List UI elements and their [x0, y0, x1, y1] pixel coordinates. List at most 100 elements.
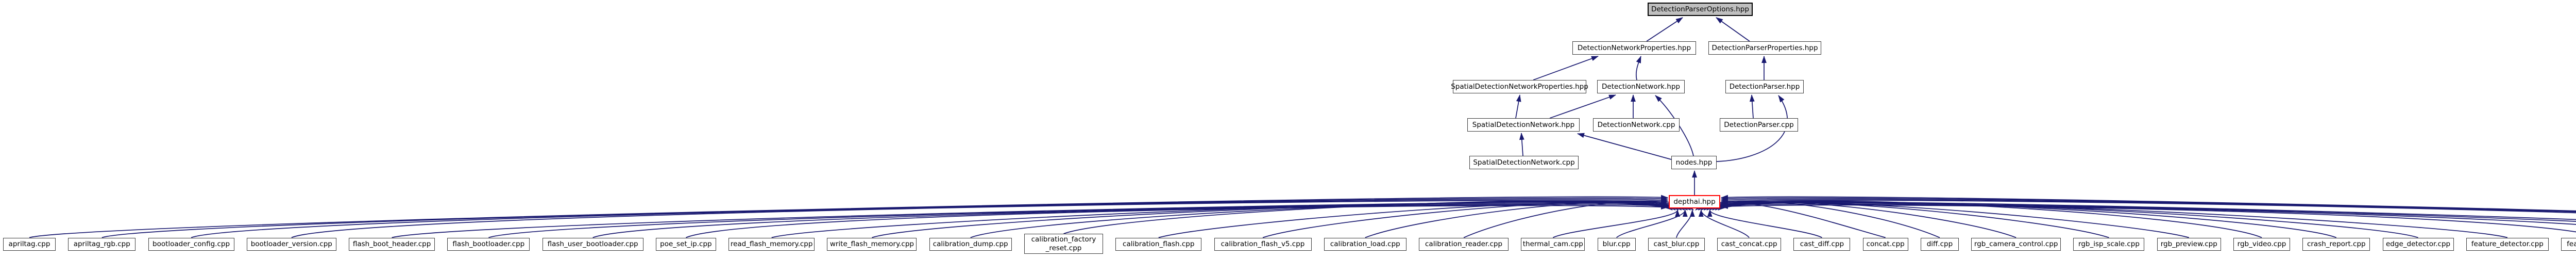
node-label: SpatialDetectionNetworkProperties.hpp: [1451, 82, 1588, 91]
edge-node-nodes-hpp-to-node-detectionparser-hpp: [1716, 95, 1788, 162]
node-flash-boot-header-cpp[interactable]: flash_boot_header.cpp: [349, 237, 435, 251]
node-label: apriltag.cpp: [8, 239, 50, 248]
node-label: thermal_cam.cpp: [1522, 239, 1583, 248]
node-spatialdetectionnetworkproperties-hpp[interactable]: SpatialDetectionNetworkProperties.hpp: [1451, 80, 1588, 93]
node-label: calibration_flash_v5.cpp: [1221, 239, 1305, 248]
edge-node-calibration-load-cpp-to-node-depthai-hpp: [1365, 201, 1691, 238]
node-calibration-factory-reset-cpp[interactable]: calibration_factory_reset.cpp: [1024, 234, 1103, 254]
edge-node-detectionnetworkproperties-hpp-to-node-detectionparseroptions-hpp: [1646, 17, 1683, 42]
node-label: DetectionNetworkProperties.hpp: [1577, 43, 1691, 52]
node-blur-cpp[interactable]: blur.cpp: [1597, 237, 1636, 251]
edge-node-poe-set-ip-cpp-to-node-depthai-hpp: [686, 204, 1668, 238]
node-rgb-isp-scale-cpp[interactable]: rgb_isp_scale.cpp: [2073, 237, 2145, 251]
node-poe-set-ip-cpp[interactable]: poe_set_ip.cpp: [655, 237, 716, 251]
edge-node-rgb-preview-cpp-to-node-depthai-hpp: [1706, 202, 2189, 238]
edge-node-detectionnetwork-hpp-to-node-detectionnetworkproperties-hpp: [1636, 56, 1641, 80]
node-label: calibration_load.cpp: [1330, 239, 1400, 248]
node-edge-detector-cpp[interactable]: edge_detector.cpp: [2382, 237, 2454, 251]
node-bootloader-config-cpp[interactable]: bootloader_config.cpp: [148, 237, 234, 251]
edge-node-rgb-camera-control-cpp-to-node-depthai-hpp: [1701, 201, 2016, 238]
node-detectionparseroptions-hpp: DetectionParserOptions.hpp: [1648, 3, 1753, 16]
node-label: DetectionParser.cpp: [1724, 120, 1794, 129]
node-label: depthai.hpp: [1673, 197, 1716, 206]
node-label: read_flash_memory.cpp: [730, 239, 813, 248]
node-detectionparser-cpp[interactable]: DetectionParser.cpp: [1720, 118, 1798, 132]
node-detectionparser-hpp[interactable]: DetectionParser.hpp: [1725, 80, 1804, 93]
node-label-line: _reset.cpp: [1045, 244, 1082, 252]
node-cast-diff-cpp[interactable]: cast_diff.cpp: [1793, 237, 1851, 251]
node-label: bootloader_config.cpp: [152, 239, 230, 248]
node-apriltag-cpp[interactable]: apriltag.cpp: [3, 237, 56, 251]
node-apriltag-rgb-cpp[interactable]: apriltag_rgb.cpp: [68, 237, 136, 251]
node-bootloader-version-cpp[interactable]: bootloader_version.cpp: [246, 237, 336, 251]
node-thermal-cam-cpp[interactable]: thermal_cam.cpp: [1521, 237, 1585, 251]
node-calibration-flash-v5-cpp[interactable]: calibration_flash_v5.cpp: [1214, 237, 1312, 251]
node-write-flash-memory-cpp[interactable]: write_flash_memory.cpp: [827, 237, 917, 251]
edge-node-spatialdetectionnetwork-cpp-to-node-spatialdetectionnetwork-hpp: [1519, 133, 1524, 156]
node-label: flash_user_bootloader.cpp: [547, 239, 638, 248]
edge-node-edge-detector-cpp-to-node-depthai-hpp: [1715, 201, 2418, 238]
node-label: flash_boot_header.cpp: [352, 239, 431, 248]
node-rgb-video-cpp[interactable]: rgb_video.cpp: [2233, 237, 2291, 251]
node-detectionnetwork-cpp[interactable]: DetectionNetwork.cpp: [1593, 118, 1680, 132]
edge-node-cast-concat-cpp-to-node-depthai-hpp: [1698, 209, 1750, 238]
node-rgb-preview-cpp[interactable]: rgb_preview.cpp: [2157, 237, 2221, 251]
node-feature-detector-cpp[interactable]: feature_detector.cpp: [2466, 237, 2549, 251]
edge-node-opencv-support-cpp-to-node-depthai-hpp: [1721, 199, 2576, 214]
node-cast-concat-cpp[interactable]: cast_concat.cpp: [1717, 237, 1782, 251]
edge-node-cast-blur-cpp-to-node-depthai-hpp: [1676, 209, 1695, 238]
node-label: apriltag_rgb.cpp: [73, 239, 130, 248]
edge-node-feature-detector-cpp-to-node-depthai-hpp: [1718, 202, 2508, 238]
node-label: rgb_video.cpp: [2237, 239, 2286, 248]
node-flash-bootloader-cpp[interactable]: flash_bootloader.cpp: [447, 237, 530, 251]
node-label: rgb_preview.cpp: [2160, 239, 2217, 248]
node-label: SpatialDetectionNetwork.cpp: [1473, 158, 1575, 167]
node-detectionnetworkproperties-hpp[interactable]: DetectionNetworkProperties.hpp: [1572, 41, 1696, 55]
node-label: concat.cpp: [1866, 239, 1905, 248]
edge-node-rgb-video-cpp-to-node-depthai-hpp: [1709, 200, 2262, 238]
node-label-line: calibration_factory: [1031, 235, 1096, 244]
node-diff-cpp[interactable]: diff.cpp: [1920, 237, 1959, 251]
node-nodes-hpp[interactable]: nodes.hpp: [1671, 156, 1717, 169]
node-spatialdetectionnetwork-hpp[interactable]: SpatialDetectionNetwork.hpp: [1467, 118, 1580, 132]
node-label: DetectionParser.hpp: [1729, 82, 1800, 91]
node-spatialdetectionnetwork-cpp[interactable]: SpatialDetectionNetwork.cpp: [1469, 156, 1579, 169]
node-label: rgb_isp_scale.cpp: [2078, 239, 2140, 248]
node-calibration-reader-cpp[interactable]: calibration_reader.cpp: [1419, 237, 1509, 251]
edge-node-bootloader-version-cpp-to-node-depthai-hpp: [291, 199, 1668, 238]
node-flash-user-bootloader-cpp[interactable]: flash_user_bootloader.cpp: [542, 237, 643, 251]
node-label: DetectionNetwork.hpp: [1602, 82, 1680, 91]
node-label: nodes.hpp: [1675, 158, 1713, 167]
node-label: cast_diff.cpp: [1800, 239, 1844, 248]
node-label: cast_blur.cpp: [1653, 239, 1700, 248]
node-label: blur.cpp: [1602, 239, 1631, 248]
node-cast-blur-cpp[interactable]: cast_blur.cpp: [1648, 237, 1705, 251]
node-detectionnetwork-hpp[interactable]: DetectionNetwork.hpp: [1597, 80, 1685, 93]
node-rgb-camera-control-cpp[interactable]: rgb_camera_control.cpp: [1971, 237, 2061, 251]
edge-node-cast-diff-cpp-to-node-depthai-hpp: [1707, 209, 1822, 238]
node-label: crash_report.cpp: [2307, 239, 2366, 248]
node-label: feature_detector.cpp: [2471, 239, 2544, 248]
node-calibration-load-cpp[interactable]: calibration_load.cpp: [1324, 237, 1406, 251]
node-label: rgb_camera_control.cpp: [1974, 239, 2058, 248]
edge-node-feature-tracker-cpp-to-node-depthai-hpp: [1721, 204, 2576, 233]
node-label: cast_concat.cpp: [1721, 239, 1777, 248]
edge-node-depth-align-cpp-to-node-depthai-hpp: [1721, 196, 2576, 212]
node-feature-tracker-cpp[interactable]: feature_tracker.cpp: [2561, 237, 2576, 251]
node-calibration-dump-cpp[interactable]: calibration_dump.cpp: [929, 237, 1012, 251]
node-label: diff.cpp: [1926, 239, 1953, 248]
node-label: calibration_reader.cpp: [1425, 239, 1503, 248]
edge-node-rgb-isp-scale-cpp-to-node-depthai-hpp: [1703, 201, 2109, 238]
node-calibration-flash-cpp[interactable]: calibration_flash.cpp: [1115, 237, 1202, 251]
node-read-flash-memory-cpp[interactable]: read_flash_memory.cpp: [728, 237, 815, 251]
node-depthai-hpp[interactable]: depthai.hpp: [1669, 195, 1720, 208]
node-label: flash_bootloader.cpp: [452, 239, 525, 248]
node-concat-cpp[interactable]: concat.cpp: [1862, 237, 1908, 251]
edge-node-flash-bootloader-cpp-to-node-depthai-hpp: [488, 201, 1668, 238]
node-label: calibration_flash.cpp: [1123, 239, 1195, 248]
edge-node-flash-user-bootloader-cpp-to-node-depthai-hpp: [592, 203, 1668, 238]
edge-node-calibration-flash-v5-cpp-to-node-depthai-hpp: [1262, 201, 1688, 238]
node-detectionparserproperties-hpp[interactable]: DetectionParserProperties.hpp: [1708, 41, 1821, 55]
node-crash-report-cpp[interactable]: crash_report.cpp: [2302, 237, 2370, 251]
